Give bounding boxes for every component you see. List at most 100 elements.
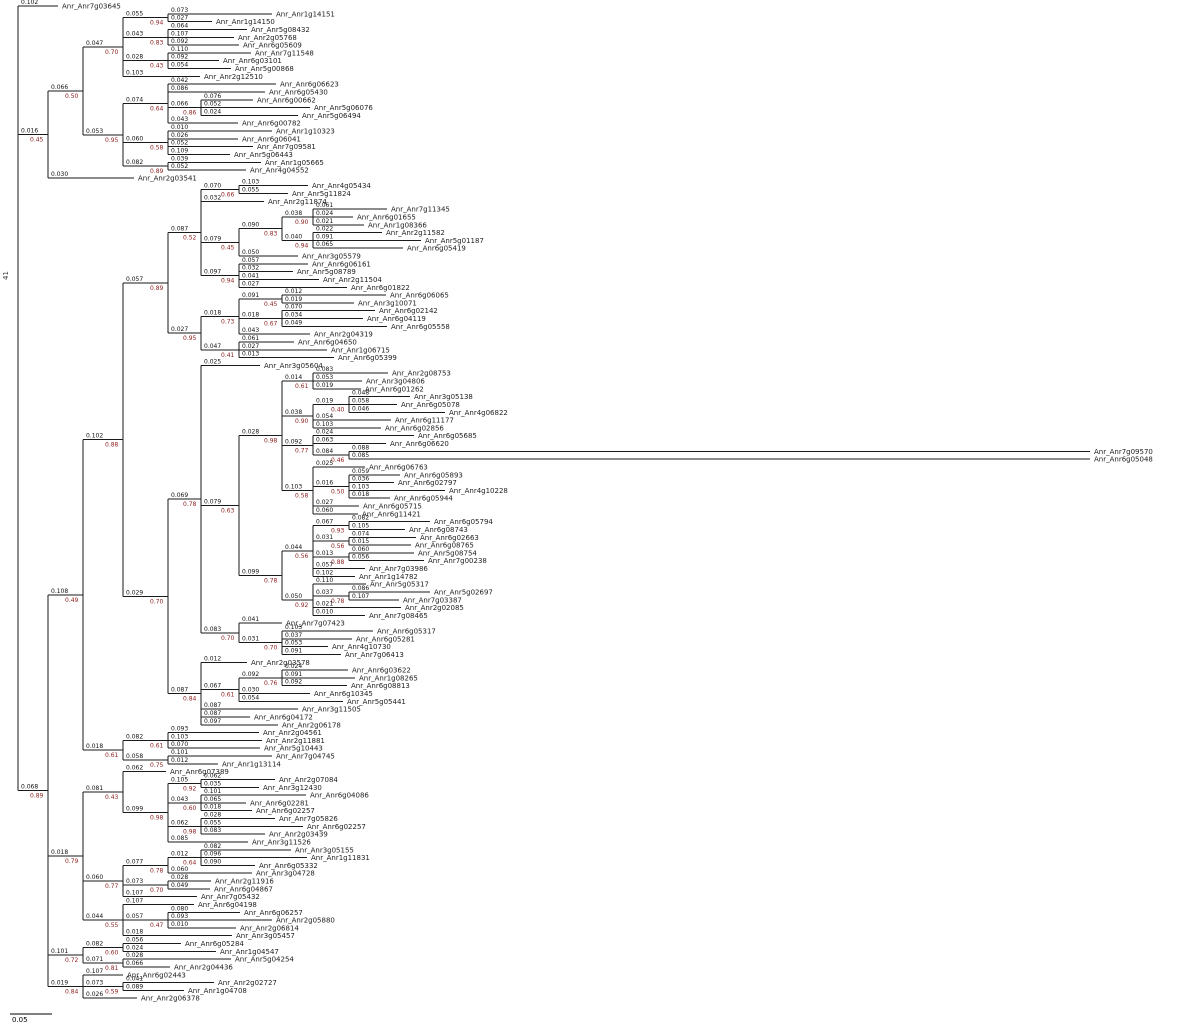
leaf-label: Anr_Anr5g06076 xyxy=(314,104,373,112)
branch-length-label: 0.102 xyxy=(316,569,333,576)
branch-length-label: 0.102 xyxy=(21,0,38,6)
leaf-label: Anr_Anr6g01822 xyxy=(351,284,410,292)
leaf-label: Anr_Anr7g11345 xyxy=(391,206,450,214)
branch-length-label: 0.096 xyxy=(204,851,221,858)
branch-length-label: 0.058 xyxy=(352,397,369,404)
bootstrap-label: 0.45 xyxy=(264,301,278,308)
leaf-label: Anr_Anr2g08753 xyxy=(392,370,451,378)
bootstrap-label: 0.60 xyxy=(183,805,197,812)
leaf-label: Anr_Anr6g02257 xyxy=(256,807,315,815)
branch-length-label: 0.032 xyxy=(242,265,259,272)
branch-length-label: 0.097 xyxy=(204,718,221,725)
leaf-label: Anr_Anr2g02727 xyxy=(218,979,277,987)
bootstrap-label: 0.46 xyxy=(331,457,345,464)
branch-length-label: 0.082 xyxy=(126,733,143,740)
branch-length-label: 0.038 xyxy=(285,210,302,217)
leaf-label: Anr_Anr1g10323 xyxy=(276,128,335,136)
branch-length-label: 0.076 xyxy=(204,93,221,100)
branch-length-label: 0.026 xyxy=(86,991,103,998)
leaf-label: Anr_Anr4g10730 xyxy=(332,643,391,651)
leaf-label: Anr_Anr1g04547 xyxy=(220,948,279,956)
branch-length-label: 0.028 xyxy=(242,429,259,436)
bootstrap-label: 0.61 xyxy=(295,383,309,390)
leaf-label: Anr_Anr1g08265 xyxy=(359,674,418,682)
branch-length-label: 0.053 xyxy=(86,128,103,135)
branch-length-label: 0.103 xyxy=(285,624,302,631)
branch-length-label: 0.022 xyxy=(316,226,333,233)
branch-length-label: 0.091 xyxy=(285,647,302,654)
leaf-label: Anr_Anr2g11881 xyxy=(266,737,325,745)
leaf-label: Anr_Anr7g09570 xyxy=(1094,448,1153,456)
branch-length-label: 0.013 xyxy=(316,550,333,557)
bootstrap-label: 0.98 xyxy=(183,828,197,835)
branch-length-label: 0.074 xyxy=(352,530,369,537)
branch-length-label: 0.086 xyxy=(171,85,188,92)
branch-length-label: 0.015 xyxy=(352,538,369,545)
branch-length-label: 0.030 xyxy=(242,687,259,694)
branch-length-label: 0.014 xyxy=(285,374,302,381)
branch-length-label: 0.019 xyxy=(51,979,68,986)
branch-length-label: 0.057 xyxy=(126,913,143,920)
bootstrap-label: 0.70 xyxy=(150,598,164,605)
branch-length-label: 0.110 xyxy=(316,577,333,584)
bootstrap-label: 0.90 xyxy=(295,219,309,226)
branch-length-label: 0.087 xyxy=(204,710,221,717)
branch-length-label: 0.028 xyxy=(126,952,143,959)
bootstrap-label: 0.61 xyxy=(221,692,235,699)
branch-length-label: 0.071 xyxy=(86,956,103,963)
leaf-label: Anr_Anr5g04254 xyxy=(235,956,294,964)
leaf-label: Anr_Anr6g03101 xyxy=(223,57,282,65)
bootstrap-label: 0.75 xyxy=(150,762,164,769)
bootstrap-label: 0.70 xyxy=(105,49,119,56)
bootstrap-label: 0.77 xyxy=(105,883,119,890)
branch-length-label: 0.041 xyxy=(242,616,259,623)
leaf-label: Anr_Anr2g07084 xyxy=(279,776,338,784)
branch-length-label: 0.092 xyxy=(171,38,188,45)
branch-length-label: 0.055 xyxy=(242,187,259,194)
leaf-label: Anr_Anr7g06413 xyxy=(345,651,404,659)
bootstrap-label: 0.72 xyxy=(65,957,79,964)
branch-length-label: 0.066 xyxy=(51,84,68,91)
branch-length-label: 0.105 xyxy=(171,776,188,783)
leaf-label: Anr_Anr2g05880 xyxy=(276,917,335,925)
branch-length-label: 0.082 xyxy=(204,843,221,850)
branch-length-label: 0.070 xyxy=(285,304,302,311)
leaf-label: Anr_Anr2g11874 xyxy=(268,198,327,206)
branch-length-label: 0.018 xyxy=(51,849,68,856)
branch-length-label: 0.065 xyxy=(316,241,333,248)
leaf-label: Anr_Anr6g08743 xyxy=(409,526,468,534)
branch-length-label: 0.107 xyxy=(86,968,103,975)
branch-length-label: 0.091 xyxy=(316,233,333,240)
leaf-label: Anr_Anr6g07389 xyxy=(170,768,229,776)
branch-length-label: 0.101 xyxy=(204,788,221,795)
bootstrap-label: 0.60 xyxy=(105,949,119,956)
leaf-label: Anr_Anr1g04708 xyxy=(188,987,247,995)
leaf-label: Anr_Anr7g03387 xyxy=(403,596,462,604)
leaf-label: Anr_Anr6g01655 xyxy=(357,213,416,221)
leaf-label: Anr_Anr6g05893 xyxy=(404,471,463,479)
bootstrap-label: 0.88 xyxy=(331,559,345,566)
branch-length-label: 0.047 xyxy=(86,40,103,47)
bootstrap-label: 0.98 xyxy=(264,438,278,445)
leaf-label: Anr_Anr1g06715 xyxy=(331,346,390,354)
branch-length-label: 0.027 xyxy=(171,15,188,22)
leaf-label: Anr_Anr6g00662 xyxy=(257,96,316,104)
leaf-label: Anr_Anr2g03439 xyxy=(269,831,328,839)
bootstrap-label: 0.58 xyxy=(150,145,164,152)
bootstrap-label: 0.49 xyxy=(65,597,79,604)
bootstrap-label: 0.84 xyxy=(183,696,197,703)
branch-length-label: 0.073 xyxy=(171,7,188,14)
branch-length-label: 0.057 xyxy=(316,562,333,569)
bootstrap-label: 0.86 xyxy=(183,110,197,117)
branch-length-label: 0.088 xyxy=(352,444,369,451)
branch-length-label: 0.018 xyxy=(204,310,221,317)
leaf-label: Anr_Anr4g06822 xyxy=(449,409,508,417)
branch-length-label: 0.107 xyxy=(171,30,188,37)
branch-length-label: 0.061 xyxy=(316,202,333,209)
leaf-label: Anr_Anr5g11824 xyxy=(292,190,351,198)
branch-length-label: 0.052 xyxy=(171,163,188,170)
branch-length-label: 0.057 xyxy=(242,257,259,264)
branch-length-label: 0.102 xyxy=(86,433,103,440)
branch-length-label: 0.046 xyxy=(352,405,369,412)
